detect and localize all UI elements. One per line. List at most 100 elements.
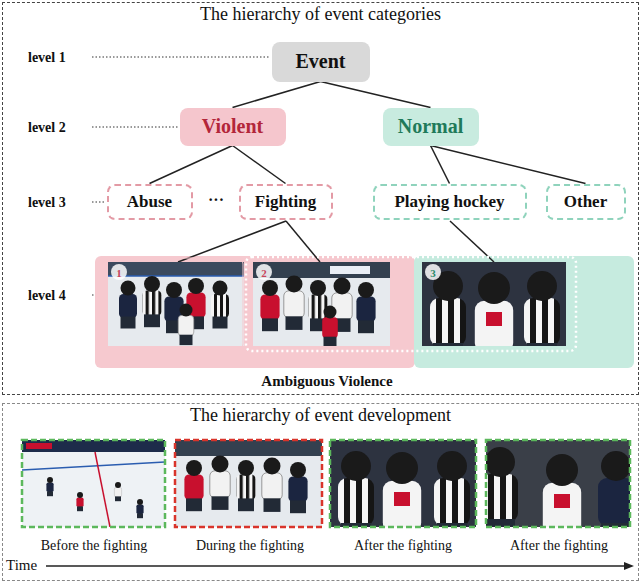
node-text: Violent [202, 115, 263, 138]
node-text: Event [296, 50, 346, 73]
player-figure [598, 451, 630, 527]
node-text: Abuse [127, 192, 172, 212]
scoreboard [26, 443, 52, 449]
player-figure [475, 272, 513, 346]
subcategory-box: Abuse [107, 184, 193, 220]
hockey-image [330, 440, 476, 527]
tree-connector [233, 82, 321, 108]
player-figure [322, 306, 338, 347]
callout-number: 3 [430, 267, 436, 279]
rink-ice [108, 262, 244, 346]
callout-number-holder: 3 [430, 263, 436, 281]
hockey-image [108, 262, 244, 346]
level-label: level 4 [28, 288, 66, 303]
referee-figure [211, 281, 229, 329]
panel-heading: The hierarchy of event development [3, 405, 638, 426]
panel-heading: The hierarchy of event categories [3, 4, 638, 25]
hockey-image [422, 262, 566, 346]
ellipsis-holder: ··· [208, 191, 224, 209]
hockey-image [253, 262, 390, 346]
referee-figure [236, 460, 255, 511]
rink-boards [108, 262, 244, 276]
callout-circle [425, 264, 441, 280]
player-figure [46, 477, 53, 496]
callout-number-holder: 2 [261, 263, 267, 281]
player-figure [136, 499, 143, 518]
jersey-number [554, 494, 570, 508]
hockey-image [175, 440, 322, 527]
rink-line [95, 452, 110, 527]
level-label: level 2 [28, 120, 66, 135]
player-figure [383, 452, 421, 527]
category-box: Violent [180, 108, 286, 146]
level-label-holder: level 2 [28, 118, 66, 136]
panel: The hierarchy of event development [2, 403, 639, 581]
node-text: Normal [398, 115, 464, 138]
hockey-image [486, 440, 630, 527]
tree-connector [431, 146, 450, 184]
root-box: Event [272, 42, 370, 82]
image-caption: During the fighting [196, 538, 304, 553]
leader-line [92, 57, 270, 58]
player-figure [284, 276, 304, 330]
callout-number-holder: 1 [116, 263, 122, 281]
axis-label-holder: Time [6, 556, 37, 574]
player-figure [288, 462, 307, 513]
rink-line [108, 275, 244, 277]
time-axis [46, 565, 626, 566]
rink-boards [253, 262, 390, 278]
node-text: Fighting [255, 192, 316, 212]
node-text: Playing hockey [394, 192, 504, 212]
tree-line [178, 221, 286, 262]
leader-line [92, 127, 178, 128]
rink-line [22, 462, 165, 470]
player-figure [114, 482, 121, 501]
leader-line [92, 202, 105, 203]
player-figure [178, 304, 194, 346]
image-frame [486, 440, 630, 527]
image-caption: After the fighting [510, 538, 608, 553]
player-figure [210, 456, 230, 510]
level-label-holder: level 3 [28, 193, 66, 211]
tree-connector [321, 82, 431, 108]
image-caption-holder: After the fighting [510, 536, 608, 554]
player-figure [356, 282, 375, 333]
tree-connector [233, 146, 286, 184]
level-label-holder: level 1 [28, 48, 66, 66]
rink-ice [175, 440, 322, 527]
image-caption: Before the fighting [41, 538, 148, 553]
tree-connector [431, 146, 586, 184]
hockey-image [22, 440, 165, 527]
subcategory-box: Fighting [239, 184, 333, 220]
callout-number: 1 [116, 267, 122, 279]
referee-figure [430, 271, 466, 346]
rink-ice [22, 440, 165, 527]
level-label-holder: level 4 [28, 286, 66, 304]
image-frame [330, 440, 476, 527]
referee-figure [434, 451, 470, 527]
rink-ice [253, 262, 390, 346]
callout-circle [111, 264, 127, 280]
image-frame [175, 440, 322, 527]
callout-circle [256, 264, 272, 280]
rink-boards [175, 440, 322, 456]
level-label: level 3 [28, 195, 66, 210]
panel: The hierarchy of event categoriesEventVi… [2, 2, 639, 395]
image-frame [22, 440, 165, 527]
subcategory-box: Other [546, 184, 626, 220]
board-ad [330, 266, 370, 274]
axis-label: Time [6, 557, 37, 573]
level-label: level 1 [28, 50, 66, 65]
player-figure [76, 492, 83, 511]
group-label: Ambiguous Violence [261, 373, 392, 389]
referee-figure [142, 276, 161, 327]
group-label-holder: Ambiguous Violence [261, 372, 392, 390]
image-caption-holder: During the fighting [196, 536, 304, 554]
image-caption: After the fighting [354, 538, 452, 553]
referee-figure [486, 447, 518, 527]
time-arrowhead [624, 562, 634, 570]
category-box: Normal [383, 108, 479, 146]
